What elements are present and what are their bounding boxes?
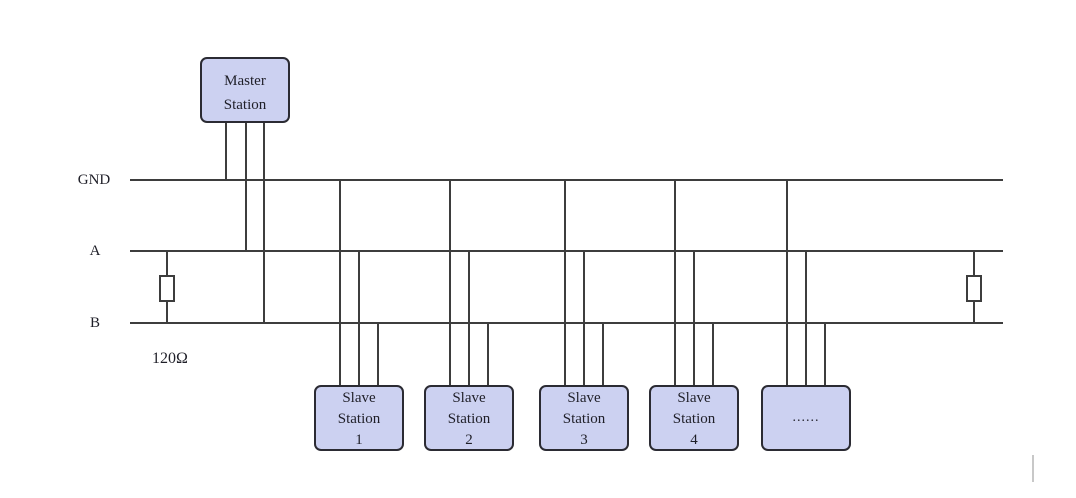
slave-3-label-line3: 3 [580,432,588,448]
right-resistor-top-lead-line [973,250,975,276]
slave-station-2-box: Slave Station 2 [424,385,514,451]
master-gnd-leg-line [225,123,227,181]
slave-3-b-leg-line [602,322,604,385]
slave-2-label-line3: 2 [465,432,473,448]
gnd-bus-label: GND [77,172,111,188]
slave-2-b-leg-line [487,322,489,385]
slave-2-label-line1: Slave [452,390,486,406]
slave-1-label-line2: Station [337,411,381,427]
slave-1-a-leg-line [358,250,360,385]
cursor-artifact-line [1032,455,1034,482]
slave-4-b-leg-line [712,322,714,385]
master-station-label-line1: Master [224,73,266,89]
slave-station-1-box: Slave Station 1 [314,385,404,451]
master-station-box: Master Station [200,57,290,123]
slave-2-a-leg-line [468,250,470,385]
b-bus-line [130,322,1003,324]
master-b-leg-line [263,123,265,324]
right-termination-resistor [966,275,982,302]
slave-3-label-line1: Slave [567,390,601,406]
a-bus-label: A [89,243,101,259]
slave-station-4-box: Slave Station 4 [649,385,739,451]
slave-3-a-leg-line [583,250,585,385]
slave-1-gnd-leg-line [339,179,341,385]
ellipsis-a-leg-line [805,250,807,385]
right-resistor-bottom-lead-line [973,301,975,324]
left-resistor-top-lead-line [166,250,168,276]
master-a-leg-line [245,123,247,252]
slave-3-gnd-leg-line [564,179,566,385]
slave-1-b-leg-line [377,322,379,385]
slave-4-label-line2: Station [672,411,716,427]
b-bus-label: B [89,315,100,331]
slave-4-label-line1: Slave [677,390,711,406]
a-bus-line [130,250,1003,252]
slave-4-a-leg-line [693,250,695,385]
ellipsis-b-leg-line [824,322,826,385]
termination-resistance-label: 120Ω [152,350,188,367]
slave-4-gnd-leg-line [674,179,676,385]
left-termination-resistor [159,275,175,302]
slave-3-label-line2: Station [562,411,606,427]
gnd-bus-line [130,179,1003,181]
slave-1-label-line1: Slave [342,390,376,406]
slave-2-label-line2: Station [447,411,491,427]
slave-1-label-line3: 1 [355,432,363,448]
slave-station-3-box: Slave Station 3 [539,385,629,451]
left-resistor-bottom-lead-line [166,301,168,324]
master-station-label-line2: Station [223,97,267,113]
slave-4-label-line3: 4 [690,432,698,448]
slave-2-gnd-leg-line [449,179,451,385]
ellipsis-gnd-leg-line [786,179,788,385]
ellipsis-label: ...... [792,410,820,425]
more-slaves-ellipsis-box: ...... [761,385,851,451]
